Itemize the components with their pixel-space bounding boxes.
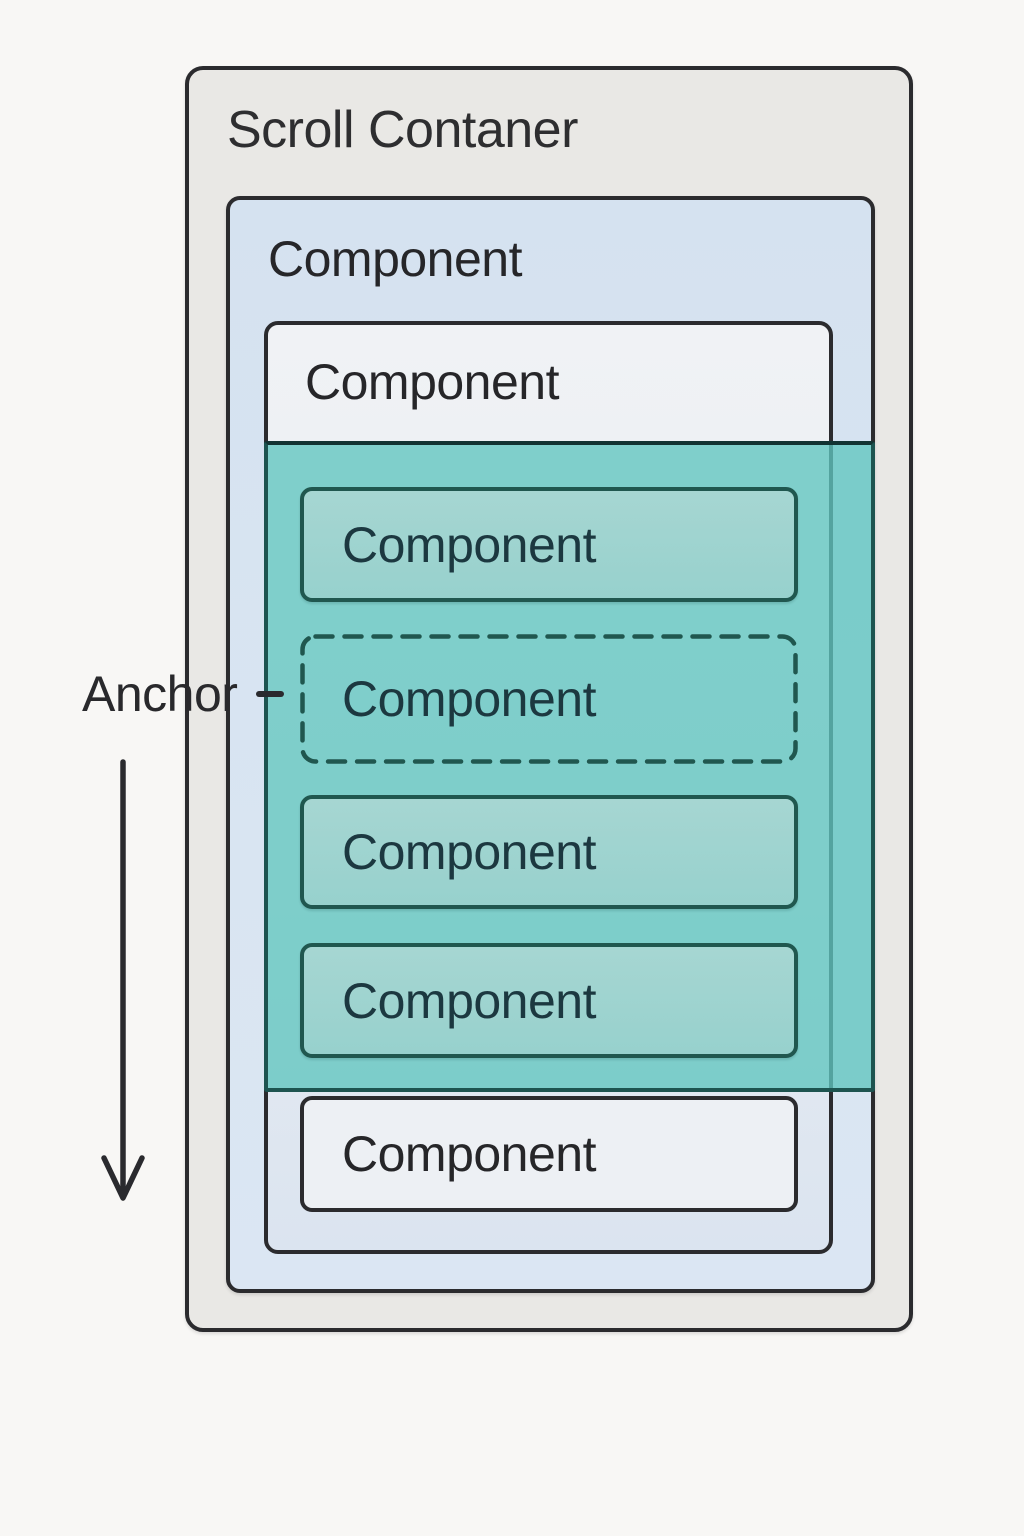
scroll-container-box: Scroll Contaner Component Component Comp… [185, 66, 913, 1332]
highlight-component-card-1: Component [300, 487, 798, 602]
highlight-component-card-4: Component [300, 943, 798, 1058]
dashed-border [300, 634, 798, 764]
anchor-connector-line [256, 691, 284, 697]
component-card-label: Component [342, 671, 597, 727]
component-level2-label: Component [305, 354, 560, 410]
component-card-label: Component [342, 824, 597, 880]
highlight-component-card-3: Component [300, 795, 798, 909]
component-card-below-highlight: Component [300, 1096, 798, 1212]
component-level1-label: Component [268, 231, 523, 287]
component-card-label: Component [342, 516, 597, 573]
scroll-direction-arrow [101, 759, 145, 1201]
component-card-label: Component [342, 972, 597, 1029]
component-level1-box: Component Component Component Component … [226, 196, 875, 1293]
component-card-label: Component [342, 1126, 597, 1182]
anchor-label: Anchor [82, 666, 238, 722]
anchor-component-card: Component [300, 634, 798, 764]
viewport-highlight-overlay: Component Component Component Component [264, 441, 875, 1092]
scroll-container-title: Scroll Contaner [227, 101, 578, 159]
